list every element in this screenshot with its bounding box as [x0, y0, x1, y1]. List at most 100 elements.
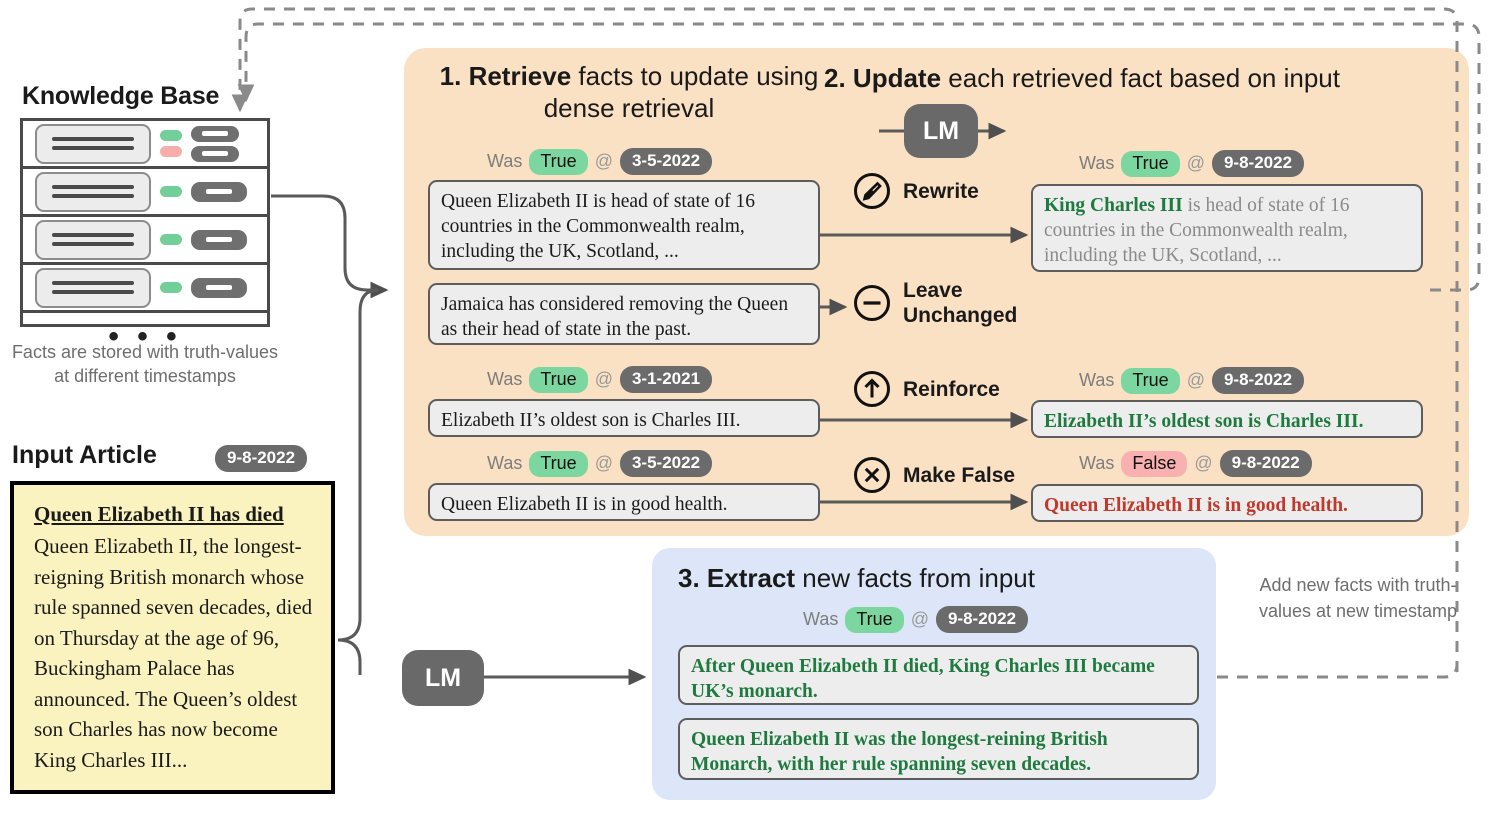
date-pill: 9-8-2022 — [1211, 150, 1305, 177]
step-3-heading: 3. Extract new facts from input — [678, 562, 1035, 594]
lm-box-extract: LM — [402, 650, 484, 706]
knowledge-base-box: • • • — [20, 118, 270, 352]
date-pill: 3-5-2022 — [619, 450, 713, 477]
step-3-keyword: Extract — [706, 563, 796, 593]
updated-fact-1: King Charles III is head of state of 16 … — [1031, 184, 1423, 272]
truth-badge: True — [1121, 150, 1180, 177]
extracted-meta: Was True @ 9-8-2022 — [803, 606, 1029, 633]
retrieved-fact-2: Jamaica has considered removing the Quee… — [428, 283, 820, 345]
step-2-number: 2. — [824, 63, 846, 93]
retrieved-fact-1-meta: Was True @ 3-5-2022 — [487, 148, 713, 175]
kb-row — [23, 169, 267, 217]
truth-value-dots — [160, 282, 182, 293]
retrieved-fact-3: Elizabeth II’s oldest son is Charles III… — [428, 399, 820, 437]
input-article-date-badge: 9-8-2022 — [215, 445, 308, 472]
add-new-facts-note: Add new facts with truth-values at new t… — [1258, 575, 1458, 621]
document-icon — [35, 219, 151, 260]
at-symbol: @ — [1194, 453, 1213, 473]
truth-dot-green — [160, 234, 182, 245]
operation-rewrite: Rewrite — [853, 172, 979, 210]
truth-value-dots — [160, 186, 182, 197]
truth-dot-green — [160, 130, 182, 141]
kb-row — [23, 265, 267, 313]
retrieved-fact-4: Queen Elizabeth II is in good health. — [428, 483, 820, 521]
document-icon — [35, 171, 151, 212]
pencil-icon — [854, 173, 890, 209]
at-symbol: @ — [1186, 370, 1205, 390]
updated-fact-1-text: is head of state of 16 countries in the … — [1044, 195, 1350, 266]
step-1-heading: 1. Retrieve facts to update using dense … — [434, 60, 824, 124]
was-label: Was — [487, 151, 523, 171]
knowledge-base-caption: Facts are stored with truth-values at di… — [11, 342, 279, 386]
kb-row — [23, 217, 267, 265]
truth-badge: True — [529, 148, 588, 175]
at-symbol: @ — [910, 609, 929, 629]
updated-fact-3-text: Queen Elizabeth II is in good health. — [1044, 495, 1348, 516]
knowledge-base-title: Knowledge Base — [22, 82, 220, 110]
truth-badge: True — [529, 450, 588, 477]
timestamp-pills — [191, 277, 247, 298]
step-3-rest: new facts from input — [795, 563, 1035, 593]
extracted-fact-1-text: After Queen Elizabeth II died, King Char… — [691, 656, 1155, 702]
was-label: Was — [1079, 453, 1115, 473]
date-pill: 9-8-2022 — [1219, 450, 1312, 477]
operation-make-false: Make False — [853, 456, 1015, 494]
was-label: Was — [487, 453, 523, 473]
at-symbol: @ — [594, 369, 613, 389]
step-2-rest: each retrieved fact based on input — [941, 63, 1340, 93]
operation-leave-unchanged: Leave Unchanged — [853, 278, 1043, 328]
truth-badge: True — [529, 366, 588, 393]
updated-fact-3: Queen Elizabeth II is in good health. — [1031, 484, 1423, 522]
lm-box-update: LM — [904, 104, 978, 158]
timestamp-pills — [191, 229, 247, 250]
updated-fact-2-text: Elizabeth II’s oldest son is Charles III… — [1044, 411, 1364, 432]
operation-label: Leave Unchanged — [903, 279, 1018, 327]
retrieved-fact-4-meta: Was True @ 3-5-2022 — [487, 450, 713, 477]
document-icon — [35, 267, 151, 308]
x-icon — [854, 457, 890, 493]
minus-icon — [854, 285, 890, 321]
date-pill: 3-5-2022 — [619, 148, 713, 175]
date-pill: 9-8-2022 — [1211, 367, 1305, 394]
operation-label: Reinforce — [903, 377, 1000, 401]
timestamp-pill — [191, 145, 239, 162]
step-1-keyword: Retrieve — [468, 61, 572, 91]
updated-fact-2: Elizabeth II’s oldest son is Charles III… — [1031, 400, 1423, 438]
input-article-title: Input Article — [12, 441, 157, 469]
timestamp-pills — [191, 125, 239, 162]
extracted-fact-1: After Queen Elizabeth II died, King Char… — [678, 645, 1199, 705]
truth-dot-green — [160, 282, 182, 293]
article-body: Queen Elizabeth II, the longest-reigning… — [34, 534, 313, 772]
timestamp-pill — [191, 125, 239, 142]
kb-row-ellipsis: • • • — [108, 320, 182, 353]
up-arrow-icon — [854, 371, 890, 407]
truth-badge: False — [1121, 450, 1188, 477]
updated-fact-1-meta: Was True @ 9-8-2022 — [1079, 150, 1305, 177]
truth-dot-pink — [160, 146, 182, 157]
kb-row — [23, 121, 267, 169]
step-1-number: 1. — [439, 61, 462, 91]
timestamp-pill — [191, 181, 247, 202]
updated-fact-1-highlight: King Charles III — [1044, 195, 1183, 216]
date-pill: 3-1-2021 — [619, 366, 713, 393]
step-2-heading: 2. Update each retrieved fact based on i… — [824, 62, 1424, 94]
article-headline: Queen Elizabeth II has died — [34, 502, 284, 526]
extracted-fact-2-text: Queen Elizabeth II was the longest-reini… — [691, 729, 1108, 775]
document-icon — [35, 123, 151, 164]
truth-badge: True — [1121, 367, 1180, 394]
input-article-box: Queen Elizabeth II has died Queen Elizab… — [10, 481, 335, 794]
date-pill: 9-8-2022 — [215, 445, 308, 472]
step-1-rest: facts to update using dense retrieval — [543, 61, 819, 123]
truth-dot-green — [160, 186, 182, 197]
retrieved-fact-3-meta: Was True @ 3-1-2021 — [487, 366, 713, 393]
truth-value-dots — [160, 234, 182, 245]
operation-label: Rewrite — [903, 179, 979, 203]
at-symbol: @ — [594, 151, 613, 171]
truth-value-dots — [160, 130, 182, 157]
at-symbol: @ — [594, 453, 613, 473]
at-symbol: @ — [1186, 153, 1205, 173]
was-label: Was — [803, 609, 839, 629]
was-label: Was — [487, 369, 523, 389]
operation-label: Make False — [903, 463, 1016, 487]
truth-badge: True — [845, 606, 904, 633]
